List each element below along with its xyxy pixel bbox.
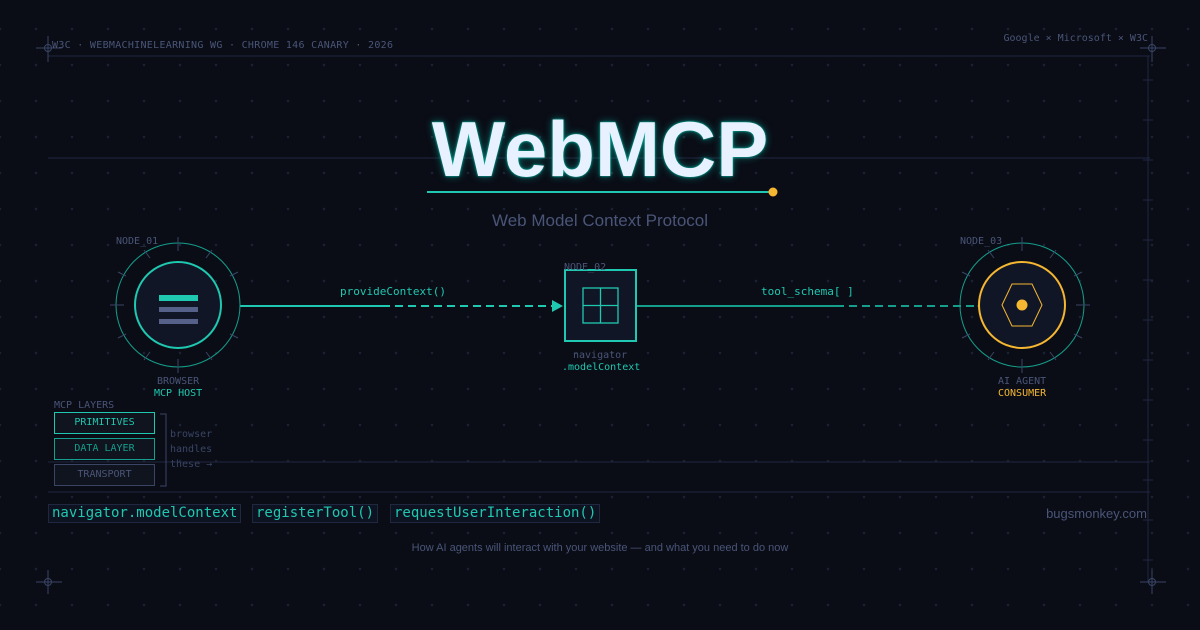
node-browser [110,237,241,373]
node-id: NODE_01 [116,236,159,247]
node-model-context [564,269,637,342]
grid-window-icon [582,287,619,324]
node-label: AI AGENT [998,376,1047,387]
ruler-ticks [1143,79,1153,561]
node-role: CONSUMER [998,388,1047,399]
corner-crosshairs [36,36,1166,594]
chip-register-tool: registerTool() [252,504,379,523]
page-subtitle: Web Model Context Protocol [491,211,709,230]
chip-model-context: navigator.modelContext [48,504,242,523]
layers-bracket [160,413,167,487]
site-link[interactable]: bugsmonkey.com [1046,506,1147,521]
layers-note: handles [170,444,213,455]
layer-data: DATA LAYER [54,438,155,460]
footer-tagline: How AI agents will interact with your we… [411,542,789,554]
layer-transport: TRANSPORT [54,464,155,486]
header-partners: Google × Microsoft × W3C [1003,33,1149,44]
node-label: navigator [573,350,628,361]
edge-label: tool_schema[ ] [761,285,854,298]
hexagon-icon [1001,283,1043,327]
edge-label: provideContext() [340,285,446,298]
menu-lines-icon [159,295,198,324]
frame-lines [48,55,1150,582]
header-meta: W3C · WEBMACHINELEARNING WG · CHROME 146… [52,40,394,51]
layers-title: MCP LAYERS [54,400,115,411]
page-title: WebMCP [431,105,769,193]
arrow-head-icon [552,300,563,312]
layers-note: these → [170,459,213,470]
underline-dot [768,187,778,197]
node-ai-agent [959,237,1090,373]
layer-primitives: PRIMITIVES [54,412,155,434]
node-label: BROWSER [157,376,200,387]
node-role: .modelContext [562,362,641,373]
chip-request-user-interaction: requestUserInteraction() [390,504,601,523]
layers-note: browser [170,429,213,440]
node-id: NODE_03 [960,236,1003,247]
edge-tool-schema [636,299,987,313]
node-id: NODE_02 [564,262,607,273]
node-role: MCP HOST [154,388,203,399]
edge-provide-context [240,300,563,312]
